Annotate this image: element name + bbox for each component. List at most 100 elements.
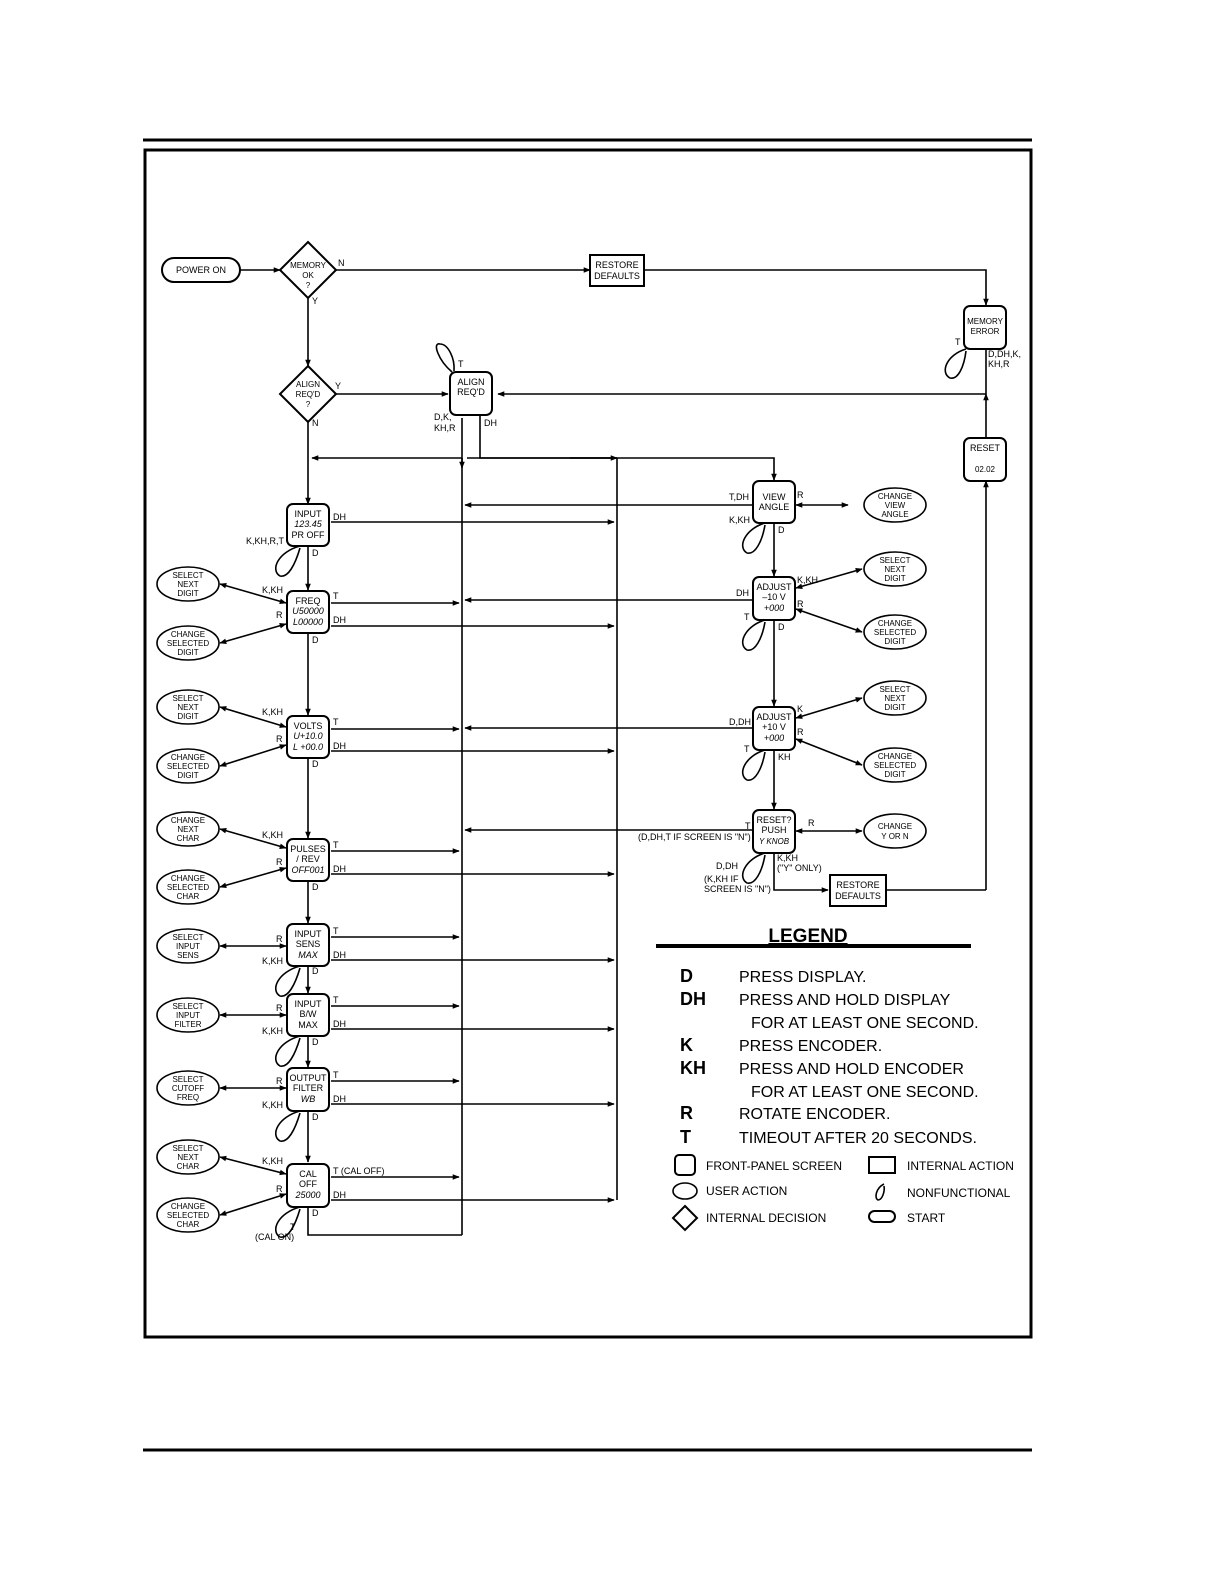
volts-screen: VOLTS U+10.0 L +00.0 [286, 715, 330, 759]
svg-text:R: R [680, 1103, 693, 1123]
svg-text:NEXT: NEXT [884, 565, 905, 574]
svg-text:OK: OK [302, 271, 314, 280]
svg-text:R: R [276, 857, 283, 867]
svg-text:INTERNAL ACTION: INTERNAL ACTION [907, 1159, 1014, 1173]
svg-text:INPUT: INPUT [295, 509, 323, 519]
svg-text:POWER ON: POWER ON [176, 265, 226, 275]
svg-text:DIGIT: DIGIT [177, 771, 198, 780]
svg-text:NEXT: NEXT [177, 825, 198, 834]
svg-text:SELECTED: SELECTED [167, 883, 209, 892]
svg-text:DEFAULTS: DEFAULTS [835, 891, 881, 901]
svg-text:DH: DH [333, 864, 346, 874]
svg-text:K,KH: K,KH [777, 853, 798, 863]
svg-text:DIGIT: DIGIT [177, 712, 198, 721]
svg-text:PUSH: PUSH [761, 825, 786, 835]
svg-text:PRESS ENCODER.: PRESS ENCODER. [739, 1038, 882, 1055]
svg-text:?: ? [306, 281, 311, 290]
svg-text:D: D [312, 635, 319, 645]
input-sens-screen: INPUT SENS MAX [286, 923, 330, 967]
svg-text:SELECTED: SELECTED [167, 762, 209, 771]
svg-text:SELECT: SELECT [172, 1144, 203, 1153]
svg-text:PRESS AND HOLD ENCODER: PRESS AND HOLD ENCODER [739, 1061, 964, 1078]
svg-text:ADJUST: ADJUST [756, 582, 792, 592]
svg-text:D: D [312, 966, 319, 976]
svg-text:ANGLE: ANGLE [881, 510, 908, 519]
svg-text:+000: +000 [764, 733, 784, 743]
svg-text:INTERNAL DECISION: INTERNAL DECISION [706, 1211, 826, 1225]
reset-screen: RESET 02.02 [963, 437, 1007, 482]
svg-text:T: T [333, 926, 339, 936]
svg-text:FOR AT LEAST ONE SECOND.: FOR AT LEAST ONE SECOND. [751, 1015, 979, 1032]
svg-text:SELECT: SELECT [172, 694, 203, 703]
svg-text:NEXT: NEXT [177, 703, 198, 712]
svg-text:(CAL ON): (CAL ON) [255, 1232, 294, 1242]
svg-text:DH: DH [484, 418, 497, 428]
svg-text:SELECTED: SELECTED [874, 628, 916, 637]
svg-text:DIGIT: DIGIT [177, 589, 198, 598]
svg-text:KH: KH [778, 752, 791, 762]
svg-text:USER ACTION: USER ACTION [706, 1184, 787, 1198]
svg-text:02.02: 02.02 [975, 465, 996, 474]
svg-text:TIMEOUT AFTER 20 SECONDS.: TIMEOUT AFTER 20 SECONDS. [739, 1130, 977, 1147]
svg-text:CUTOFF: CUTOFF [172, 1084, 204, 1093]
svg-text:D,DH,K,: D,DH,K, [988, 349, 1021, 359]
svg-text:FREQ: FREQ [295, 596, 320, 606]
input-screen: INPUT 123.45 PR OFF [286, 503, 330, 547]
svg-text:K,KH: K,KH [262, 830, 283, 840]
adjust-plus-10v-screen: ADJUST +10 V +000 [752, 706, 796, 751]
svg-text:DIGIT: DIGIT [884, 703, 905, 712]
restore-defaults-bottom: RESTORE DEFAULTS [829, 874, 887, 907]
svg-text:KH,R: KH,R [434, 423, 456, 433]
svg-text:CHANGE: CHANGE [171, 753, 205, 762]
view-angle-screen: VIEW ANGLE [752, 480, 796, 524]
svg-text:MEMORY: MEMORY [967, 317, 1004, 326]
change-selected-digit-action: CHANGE SELECTED DIGIT [863, 614, 927, 650]
svg-text:B/W: B/W [300, 1009, 318, 1019]
svg-text:SELECTED: SELECTED [167, 1211, 209, 1220]
svg-text:START: START [907, 1211, 946, 1225]
svg-text:KH: KH [680, 1058, 706, 1078]
svg-text:DIGIT: DIGIT [884, 574, 905, 583]
svg-text:T: T [333, 1070, 339, 1080]
svg-text:T: T [955, 337, 961, 347]
svg-text:VIEW: VIEW [762, 492, 786, 502]
svg-text:FREQ: FREQ [177, 1093, 199, 1102]
svg-text:T: T [290, 1222, 296, 1232]
svg-text:U+10.0: U+10.0 [293, 731, 322, 741]
svg-text:K,KH: K,KH [262, 1026, 283, 1036]
nonfunctional-symbol [875, 1183, 885, 1201]
svg-text:CHANGE: CHANGE [878, 619, 912, 628]
svg-text:K: K [797, 704, 803, 714]
svg-text:SELECT: SELECT [172, 1002, 203, 1011]
svg-text:FOR AT LEAST ONE SECOND.: FOR AT LEAST ONE SECOND. [751, 1084, 979, 1101]
svg-text:(K,KH IF: (K,KH IF [704, 874, 739, 884]
svg-text:CHANGE: CHANGE [878, 752, 912, 761]
svg-text:K,KH: K,KH [729, 515, 750, 525]
svg-text:–10 V: –10 V [762, 592, 786, 602]
svg-text:DH: DH [333, 1019, 346, 1029]
svg-text:ALIGN: ALIGN [457, 377, 484, 387]
output-filter-screen: OUTPUT FILTER WB [286, 1067, 330, 1112]
svg-text:RESET?: RESET? [756, 815, 791, 825]
svg-text:DH: DH [333, 741, 346, 751]
svg-text:INPUT: INPUT [295, 999, 323, 1009]
input-bw-screen: INPUT B/W MAX [286, 993, 330, 1037]
svg-text:SELECT: SELECT [172, 571, 203, 580]
svg-text:ALIGN: ALIGN [296, 380, 320, 389]
svg-text:ROTATE ENCODER.: ROTATE ENCODER. [739, 1106, 890, 1123]
svg-text:DH: DH [333, 512, 346, 522]
svg-text:T: T [333, 995, 339, 1005]
svg-text:MAX: MAX [298, 1020, 318, 1030]
svg-text:SCREEN IS "N"): SCREEN IS "N") [704, 884, 771, 894]
change-selected-digit-action: CHANGE SELECTED DIGIT [863, 747, 927, 783]
svg-text:PRESS AND HOLD DISPLAY: PRESS AND HOLD DISPLAY [739, 992, 951, 1009]
svg-text:CHANGE: CHANGE [171, 874, 205, 883]
svg-text:K: K [680, 1035, 693, 1055]
select-next-digit-action: SELECT NEXT DIGIT [863, 551, 927, 587]
svg-text:DEFAULTS: DEFAULTS [594, 271, 640, 281]
svg-text:SELECT: SELECT [879, 685, 910, 694]
svg-text:D,K,: D,K, [434, 412, 452, 422]
svg-text:N: N [312, 418, 319, 428]
freq-screen: FREQ U50000 L00000 [286, 590, 330, 634]
